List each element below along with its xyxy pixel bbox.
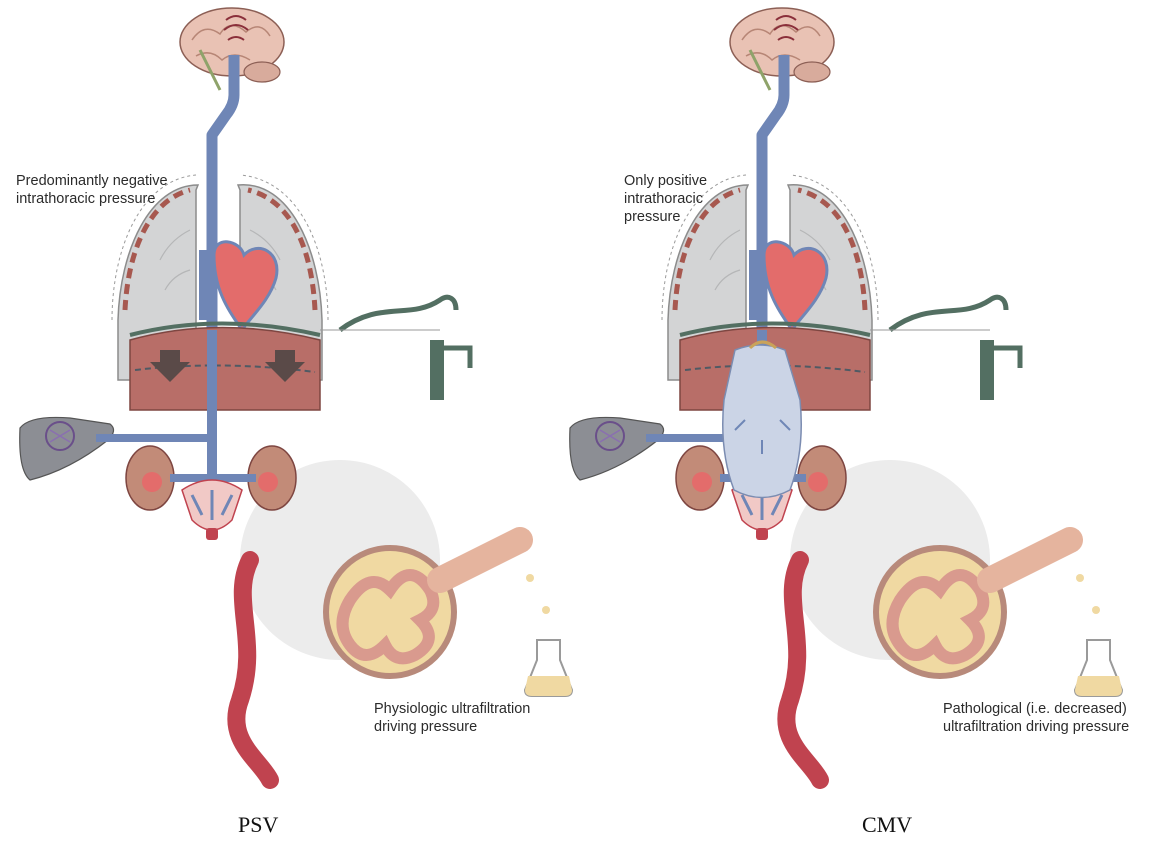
psv-filtration-label-2: driving pressure xyxy=(374,719,478,735)
psv-thoracic-label-2: intrathoracic pressure xyxy=(16,191,156,207)
cmv-filtration-label-1: Pathological (i.e. decreased) xyxy=(943,701,1127,717)
cmv-thoracic-label-3: pressure xyxy=(624,209,681,225)
psv-filtration-label-1: Physiologic ultrafiltration xyxy=(374,701,531,717)
cmv-filtration-label-2: ultrafiltration driving pressure xyxy=(943,719,1130,735)
psv-caption: PSV xyxy=(238,812,279,837)
cmv-thoracic-label-2: intrathoracic xyxy=(624,191,703,207)
cmv-illustration xyxy=(570,8,1122,780)
psv-thoracic-label-1: Predominantly negative xyxy=(16,173,168,189)
psv-downward-arrows-icon xyxy=(150,350,305,382)
cmv-caption: CMV xyxy=(862,812,913,837)
cmv-compression-bag-icon xyxy=(722,340,802,499)
cmv-thoracic-label-1: Only positive xyxy=(624,173,708,189)
psv-illustration xyxy=(20,8,572,780)
